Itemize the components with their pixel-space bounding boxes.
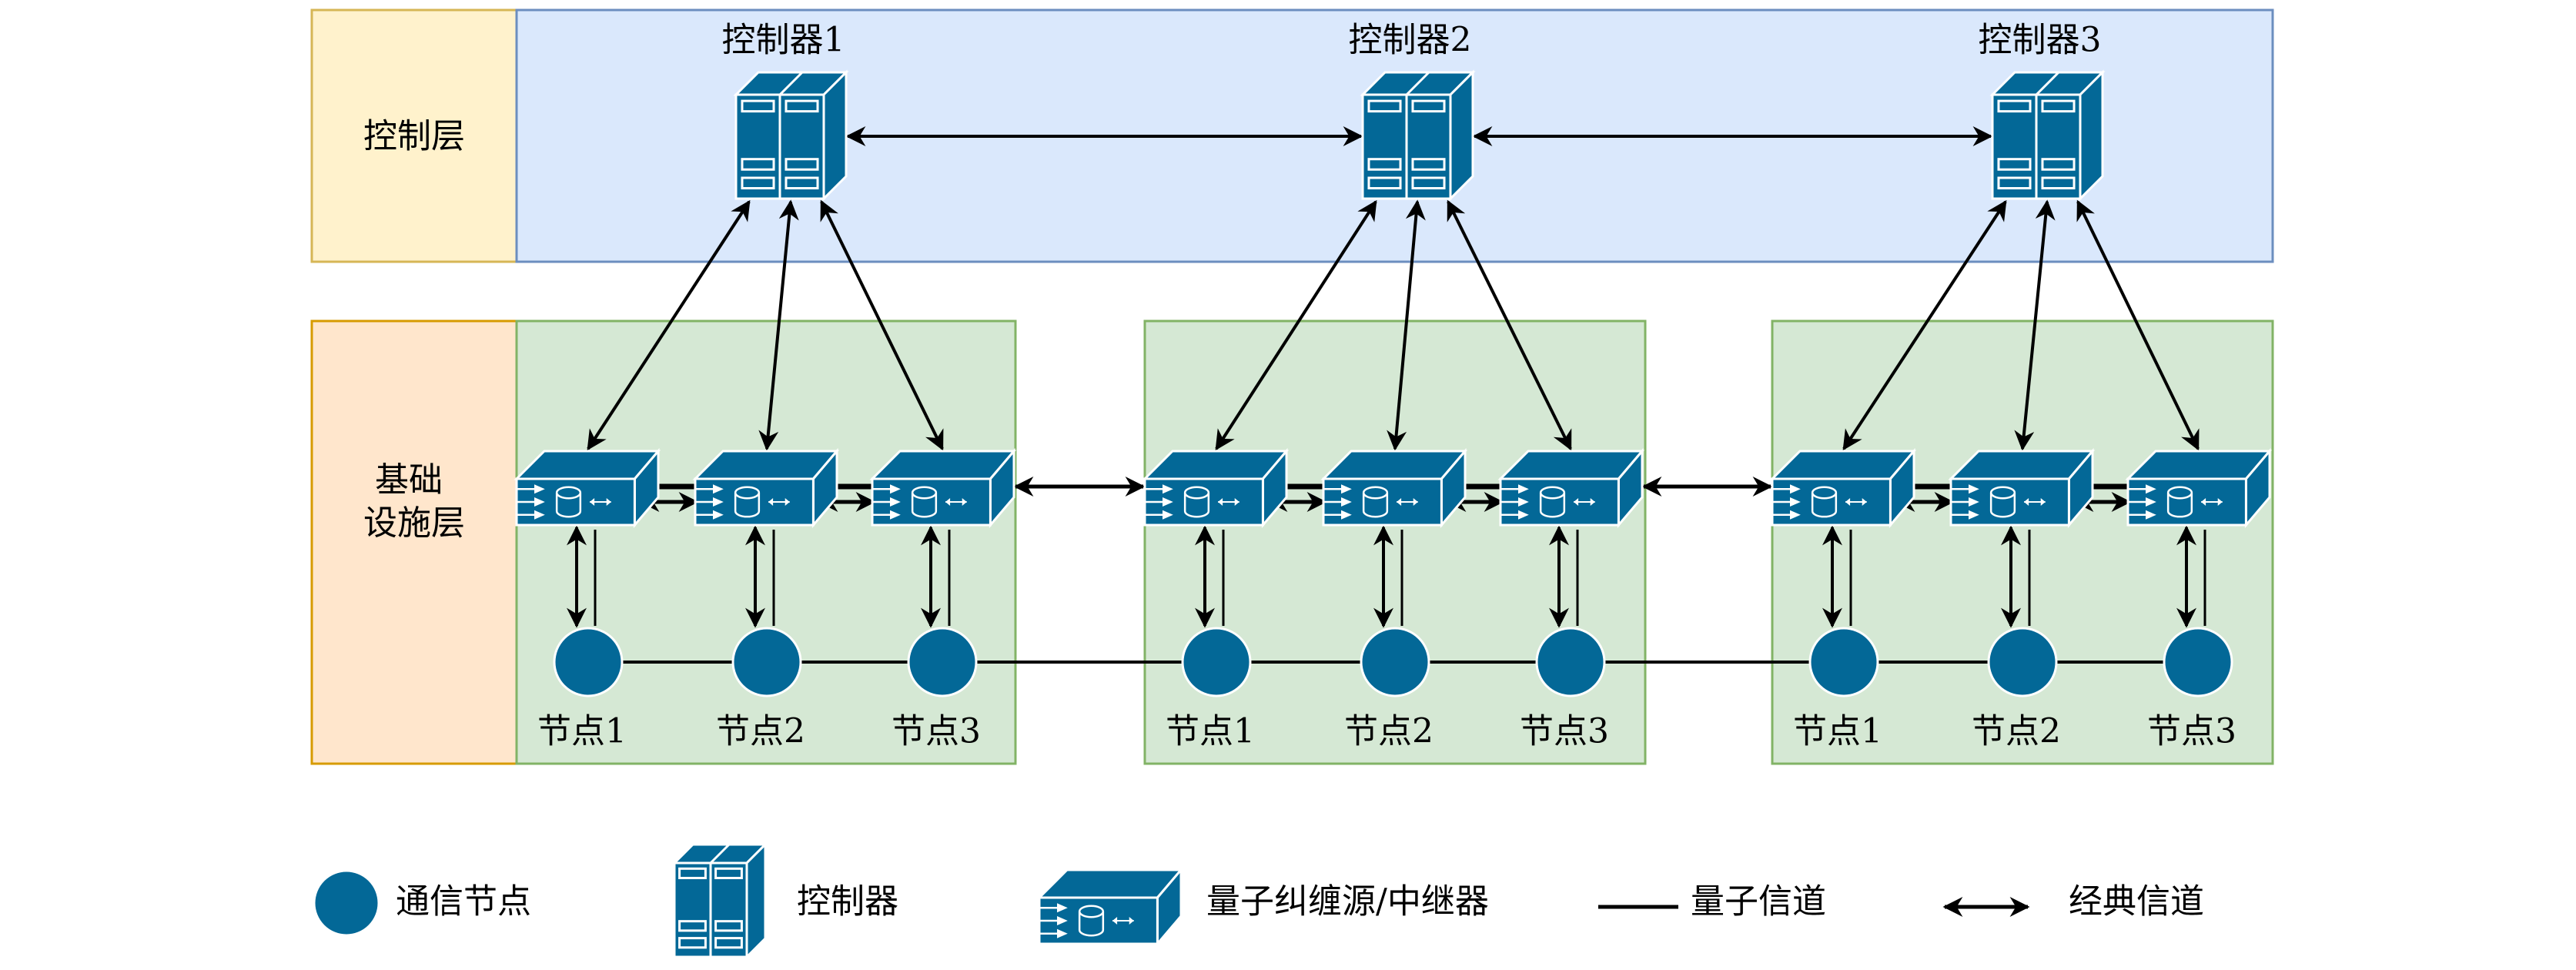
controller-icon [671,841,768,960]
controller-2-label: 控制器2 [1349,21,1472,60]
domain-1-controller-to-switch-3-link [820,199,944,451]
domain-1-controller-to-switch-2-link [758,199,799,451]
legend-label-quantum-channel: 量子信道 [1691,882,1826,922]
controller-1-icon [733,69,849,202]
domain-3-node-1-icon [1808,627,1879,697]
legend-label-controller: 控制器 [797,882,898,922]
infrastructure-layer-label-line-1: 基础 [375,460,443,500]
domain-1-node-2-icon [731,627,802,697]
domain-2-repeater-3-icon [1497,447,1645,529]
domain-1-node-3-label: 节点3 [892,712,981,751]
infrastructure-layer-label-box [310,319,518,765]
domain-1-repeater-2-icon [692,447,840,529]
domain-2-node-1-icon [1181,627,1252,697]
infrastructure-layer: 基础 设施层 [310,319,518,765]
devices: 控制器1 控制器2 控制器3 节点1 节点2 节点3 节点1 节点2 节点3 节点1 节点2 节点3 [514,21,2273,751]
domain-1-repeater-1-icon [514,447,661,529]
controller-2-icon [1360,69,1476,202]
domain-2-repeater-2-icon [1320,447,1468,529]
domains [515,319,2274,765]
domain-1-controller-to-switch-1-link [587,199,751,451]
legend: 通信节点 控制器 量子纠缠源/中继器 量子信道 经典信道 [313,841,2204,960]
infrastructure-layer-label-line-2: 设施层 [363,503,465,543]
domain-2-controller-to-switch-3-link [1447,199,1572,451]
domain-3-controller-to-switch-1-link [1842,199,2007,451]
domain-3-node-2-icon [1987,627,2058,697]
communication-node-icon [313,869,380,937]
domain-2-area [1143,319,1647,765]
entanglement-source-repeater-icon [1036,866,1184,948]
domain-1-node-1-icon [553,627,624,697]
domain-3-area [1771,319,2274,765]
legend-label-entanglement-source-repeater: 量子纠缠源/中继器 [1206,882,1489,922]
domain-3-repeater-2-icon [1948,447,2096,529]
domain-2-controller-to-switch-1-link [1215,199,1377,451]
domain-2-controller-to-switch-2-link [1387,199,1426,451]
domain-2-node-1-label: 节点1 [1166,712,1255,751]
domain-2-node-2-label: 节点2 [1344,712,1434,751]
domain-1-repeater-3-icon [869,447,1017,529]
domain-3-node-3-label: 节点3 [2147,712,2236,751]
domain-3-repeater-3-icon [2125,447,2273,529]
control-layer-label-box [310,8,518,263]
domain-1-node-2-label: 节点2 [716,712,805,751]
links [567,126,2206,664]
infrastructure-layer-label: 基础 设施层 [363,460,465,543]
controller-1-label: 控制器1 [722,21,845,60]
control-layer-label: 控制层 [363,117,465,156]
domain-1-area [515,319,1017,765]
domain-2-repeater-1-icon [1142,447,1290,529]
domain-2-node-3-label: 节点3 [1520,712,1609,751]
legend-label-communication-node: 通信节点 [396,882,531,922]
domain-3-controller-to-switch-2-link [2014,199,2056,451]
legend-label-classical-channel: 经典信道 [2069,882,2204,922]
domain-1-node-3-icon [907,627,978,697]
domain-3-node-1-label: 节点1 [1793,712,1882,751]
domain-3-controller-to-switch-3-link [2076,199,2200,451]
controller-3-label: 控制器3 [1979,21,2102,60]
domain-1-node-1-label: 节点1 [537,712,627,751]
domain-2-node-2-icon [1360,627,1430,697]
domain-3-node-3-icon [2163,627,2233,697]
domain-2-node-3-icon [1535,627,1606,697]
controller-3-icon [1989,69,2106,202]
domain-3-repeater-1-icon [1769,447,1917,529]
domain-3-node-2-label: 节点2 [1972,712,2061,751]
